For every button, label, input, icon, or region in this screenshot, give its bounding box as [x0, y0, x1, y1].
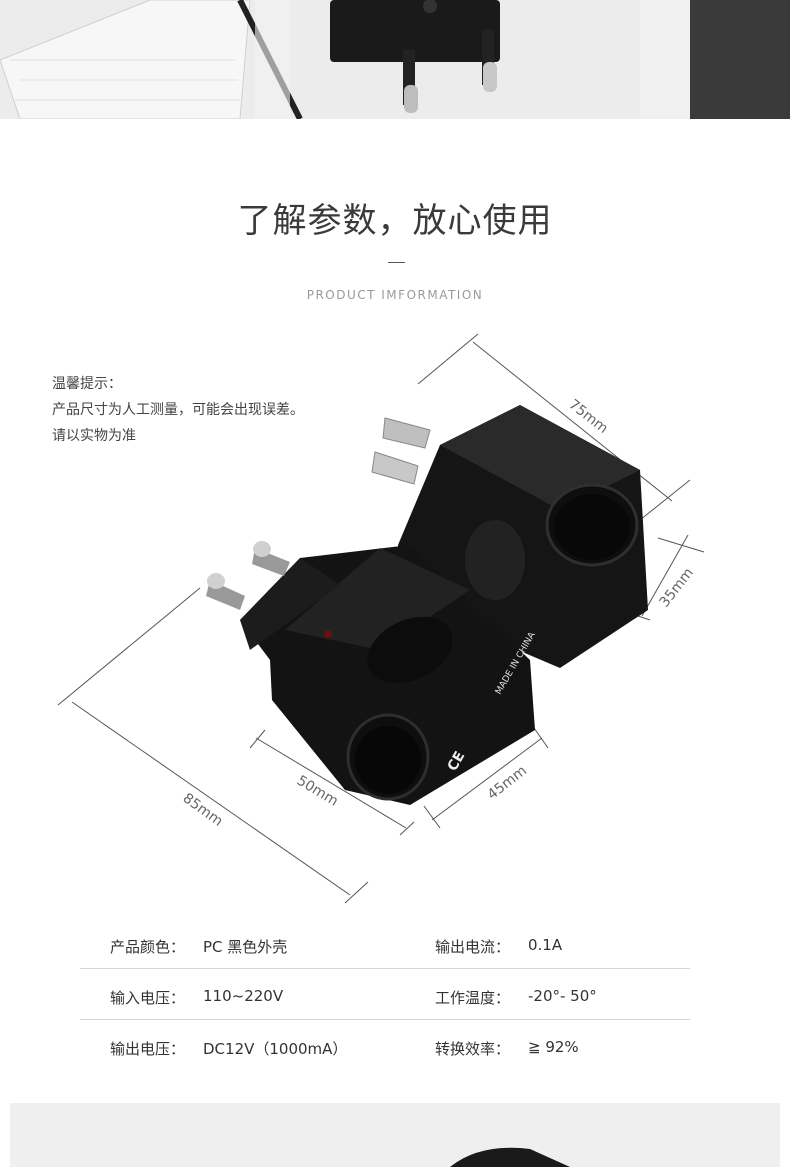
spec-label: 转换效率： [435, 1040, 511, 1058]
spec-value: 110~220V [203, 987, 284, 1005]
spec-row: 输入电压： 110~220V 工作温度： -20°- 50° [80, 969, 690, 1020]
notebook [0, 0, 251, 119]
spec-label: 输入电压： [110, 989, 186, 1007]
dim-label-front-width: 50mm [294, 773, 341, 810]
product-dimension-diagram: MADE IN CHINA CE 75mm 35mm 85mm 50mm 45m… [57, 333, 705, 904]
dim-label-right-height: 35mm [657, 565, 697, 610]
title-divider [388, 262, 405, 263]
spec-row: 产品颜色： PC 黑色外壳 输出电流： 0.1A [80, 918, 690, 969]
spec-label: 工作温度： [435, 989, 511, 1007]
spec-row: 输出电压： DC12V（1000mA） 转换效率： ≧ 92% [80, 1020, 690, 1070]
dim-label-top-length: 75mm [566, 397, 611, 437]
spec-label: 产品颜色： [110, 938, 186, 956]
spec-value: DC12V（1000mA） [203, 1040, 348, 1058]
notice-title: 温馨提示： [52, 376, 122, 392]
section-title: 了解参数，放心使用 [237, 201, 553, 241]
spec-table: 产品颜色： PC 黑色外壳 输出电流： 0.1A 输入电压： 110~220V … [80, 918, 690, 1070]
measurement-notice: 温馨提示： 产品尺寸为人工测量，可能会出现误差。 请以实物为准 [52, 371, 304, 449]
section-subtitle: PRODUCT IMFORMATION [306, 288, 484, 302]
notice-text-2: 请以实物为准 [52, 428, 136, 444]
spec-value: -20°- 50° [528, 987, 597, 1005]
top-photo-illustration [0, 0, 790, 119]
spec-label: 输出电流： [435, 938, 511, 956]
top-product-photo [0, 0, 790, 119]
bottom-product-photo [10, 1103, 780, 1167]
spec-label: 输出电压： [110, 1040, 186, 1058]
dim-label-bottom-length: 85mm [180, 790, 226, 829]
dim-label-front-depth: 45mm [485, 763, 530, 803]
spec-value: PC 黑色外壳 [203, 938, 288, 956]
bottom-photo-illustration [10, 1103, 780, 1167]
notice-text: 产品尺寸为人工测量，可能会出现误差。 [52, 402, 304, 418]
plug-image [330, 0, 500, 113]
spec-value: ≧ 92% [528, 1038, 579, 1056]
spec-value: 0.1A [528, 936, 563, 954]
